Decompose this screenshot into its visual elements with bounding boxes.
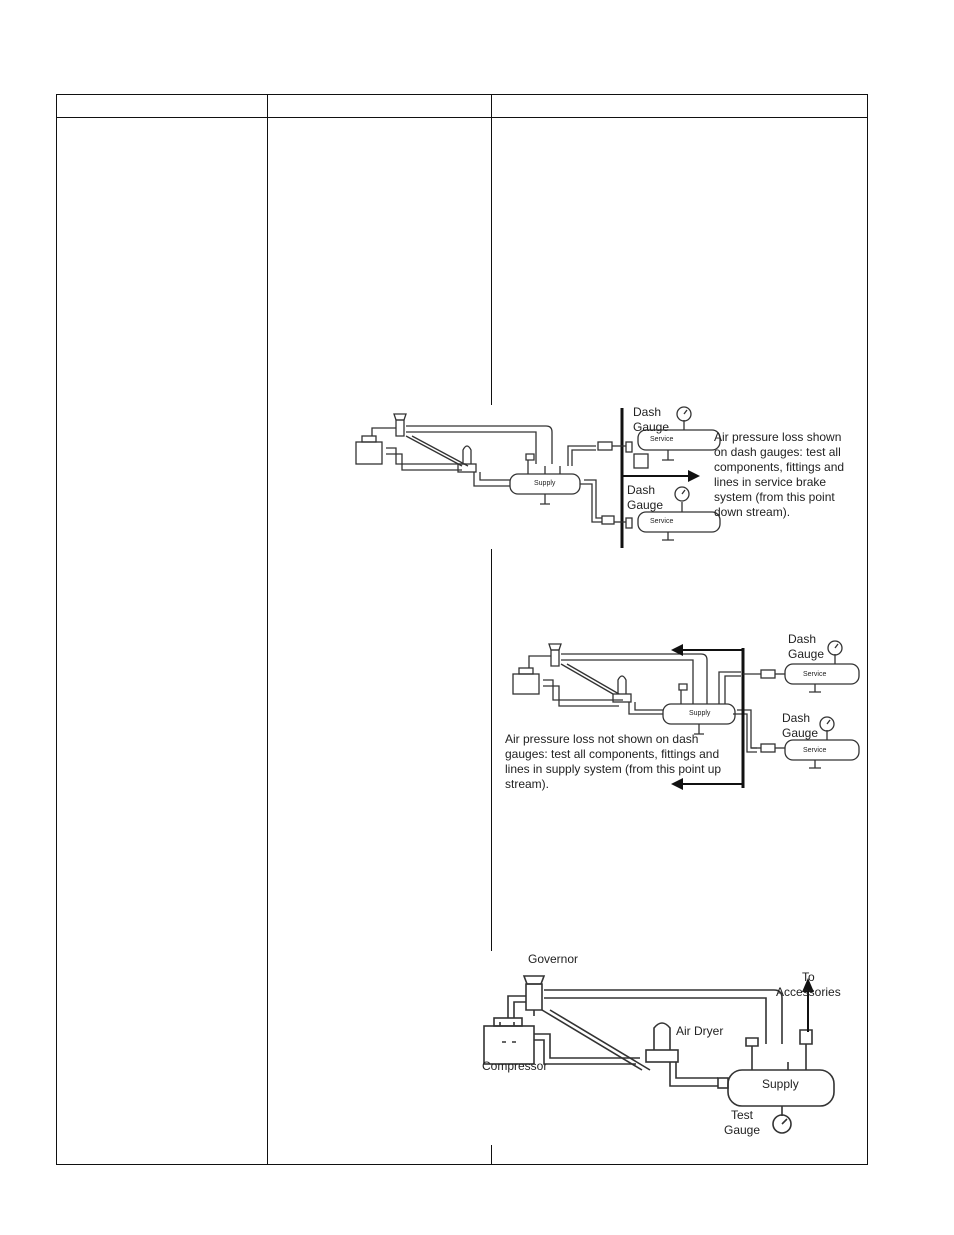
dash-gauge-2-dial (674, 486, 690, 502)
supply-tank-1-label: Supply (534, 480, 556, 487)
supply-leak-note: Air pressure loss not shown on dash gaug… (505, 732, 722, 791)
service-leak-note: Air pressure loss shown on dash gauges: … (714, 430, 845, 519)
column-divider-1 (267, 95, 268, 1164)
dash-gauge-1-dial (676, 406, 692, 422)
column-divider-2-top (491, 95, 492, 405)
diagram-supply-test-drawing (483, 975, 835, 1134)
page-table (56, 94, 868, 1165)
dash-gauge-4-label: Dash Gauge (782, 711, 819, 740)
arrow-upstream-bottom (671, 778, 683, 790)
service-tank-1-shape (637, 429, 721, 451)
governor-body (525, 983, 543, 1011)
diagram-service-leak: Dash Gauge Dash Gauge Service Service Su… (350, 400, 850, 552)
supply-tank-3-label: Supply (762, 1077, 799, 1091)
dash-gauge-2-label: Dash Gauge (627, 483, 664, 512)
arrow-upstream-top (671, 644, 683, 656)
diagram-supply-leak-drawing (512, 640, 860, 790)
air-dryer-body (653, 1022, 671, 1050)
compressor-shape (355, 441, 383, 465)
air-dryer-label: Air Dryer (676, 1024, 724, 1038)
dash-gauge-3-label: Dash Gauge (788, 632, 825, 661)
diagram-supply-leak: Dash Gauge Dash Gauge Service Service Su… (505, 630, 867, 795)
column-divider-2-bottom (491, 1145, 492, 1164)
governor-label: Governor (528, 952, 579, 966)
service-tank-4-label: Service (803, 747, 827, 754)
compressor-label: Compressor (482, 1059, 548, 1073)
diagram-supply-test: Governor To Accessories Air Dryer Compre… (470, 950, 850, 1140)
arrow-downstream (688, 470, 700, 482)
diagram-service-leak-drawing (355, 406, 721, 548)
header-cell-2 (269, 95, 491, 117)
dash-gauge-1-label: Dash Gauge (633, 405, 670, 434)
service-tank-2-label: Service (650, 518, 674, 525)
arrow-to-accessories (802, 978, 814, 992)
header-divider (57, 117, 867, 118)
column-divider-2-mid (491, 549, 492, 951)
header-cell-1 (57, 95, 267, 117)
to-accessories-label: To Accessories (776, 970, 841, 999)
air-dryer-base (645, 1049, 679, 1063)
service-tank-3-label: Service (803, 671, 827, 678)
service-tank-1-label: Service (650, 436, 674, 443)
supply-tank-2-label: Supply (689, 710, 711, 717)
header-cell-3 (493, 95, 867, 117)
service-tank-2-shape (637, 511, 721, 533)
test-gauge-label: Test Gauge (724, 1108, 761, 1137)
test-gauge-dial (772, 1114, 792, 1134)
